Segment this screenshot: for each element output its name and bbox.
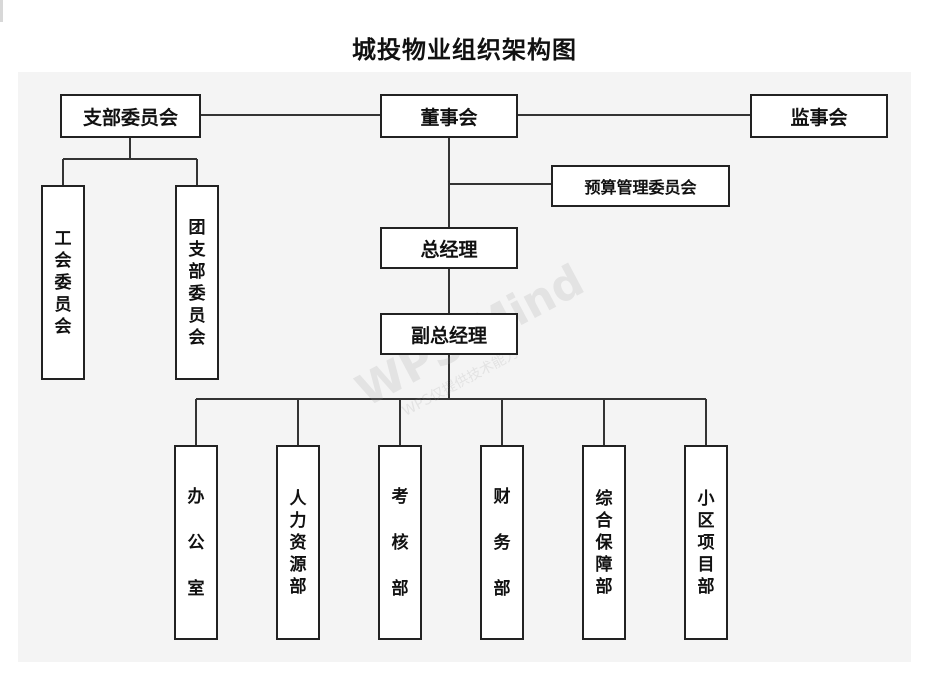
- node-deputy-gm: 副总经理: [380, 313, 518, 355]
- node-union: 工会委员会: [41, 185, 85, 380]
- node-board: 董事会: [380, 94, 518, 138]
- node-finance-label: 财务部: [493, 486, 511, 599]
- node-support: 综合保障部: [582, 445, 626, 640]
- node-supervisors: 监事会: [750, 94, 888, 138]
- connector-lines: [62, 114, 750, 445]
- edge-marker: [0, 0, 3, 22]
- node-community: 小区项目部: [684, 445, 728, 640]
- chart-title: 城投物业组织架构图: [352, 35, 577, 64]
- node-assessment: 考核部: [378, 445, 422, 640]
- node-finance: 财务部: [480, 445, 524, 640]
- node-office-label: 办公室: [187, 486, 205, 599]
- node-budget-committee: 预算管理委员会: [551, 165, 730, 207]
- node-youth-league: 团支部委员会: [175, 185, 219, 380]
- node-hr: 人力资源部: [276, 445, 320, 640]
- node-support-label: 综合保障部: [595, 488, 613, 597]
- diagram-canvas: WPS Mind WPS仅提供技术能力 支部委员会 董事会 监事会 预算管理委员…: [18, 72, 911, 662]
- node-general-manager: 总经理: [380, 227, 518, 269]
- node-assessment-label: 考核部: [391, 486, 409, 599]
- node-union-label: 工会委员会: [54, 228, 72, 337]
- node-community-label: 小区项目部: [697, 488, 715, 597]
- node-party-committee: 支部委员会: [60, 94, 201, 138]
- node-hr-label: 人力资源部: [289, 488, 307, 597]
- node-youth-league-label: 团支部委员会: [188, 217, 206, 348]
- node-office: 办公室: [174, 445, 218, 640]
